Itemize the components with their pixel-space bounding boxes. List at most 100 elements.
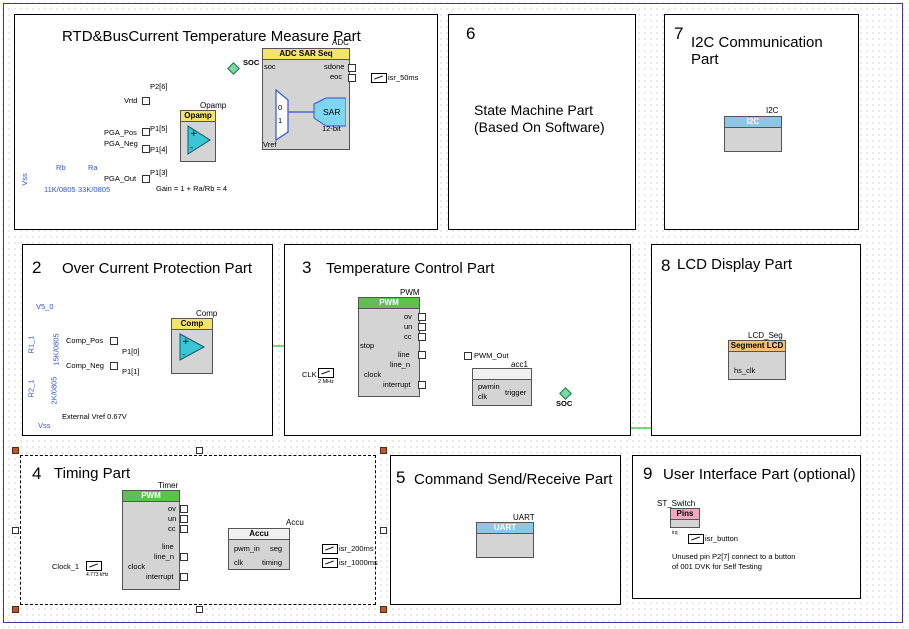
accu-header: Accu <box>229 529 289 540</box>
isr-200ms-icon[interactable] <box>322 544 338 554</box>
unused-pin-note-line1: Unused pin P2[7] connect to a button <box>672 552 796 561</box>
clk-frequency: 2 MHz <box>318 379 334 385</box>
adc-eoc-pin: eoc <box>330 72 343 81</box>
r2-value: 2K/0805 <box>49 376 59 405</box>
p11-label: P1[1] <box>122 367 140 376</box>
panel-num-3: 3 <box>302 258 312 277</box>
selection-handle-bl[interactable] <box>12 606 19 613</box>
state-machine-title: State Machine Part <box>474 102 594 118</box>
pwm-out-label: PWM_Out <box>474 351 509 360</box>
accu-block[interactable]: Accu <box>228 528 290 570</box>
pins-header: Pins <box>671 509 699 520</box>
adc-name: ADC <box>332 38 349 47</box>
pga-pos-label: PGA_Pos <box>104 128 137 137</box>
isr-1000ms-label: isr_1000ms <box>339 558 378 567</box>
p15-label: P1[5] <box>150 124 168 133</box>
rb-label: Rb <box>56 163 66 172</box>
isr-50ms-label: isr_50ms <box>388 73 419 82</box>
panel-num-2: 2 <box>32 258 42 277</box>
i2c-header: I2C <box>725 117 781 128</box>
clock1-frequency: 4.773 kHz <box>86 572 109 578</box>
timer-line-n-pin: line_n <box>154 552 175 561</box>
selection-handle-tl[interactable] <box>12 447 19 454</box>
acc1-trigger-pin: trigger <box>505 388 527 397</box>
soc-port-label: SOC <box>243 58 260 67</box>
panel-num-4: 4 <box>32 464 42 483</box>
pwm-interrupt-port <box>418 381 426 389</box>
pwm-stop-pin: stop <box>360 341 375 350</box>
pwm-cc-pin: cc <box>404 332 412 341</box>
adc-vref-pin: Vref <box>263 140 277 149</box>
selection-handle-bm[interactable] <box>196 606 203 613</box>
opamp-name: Opamp <box>200 101 227 110</box>
pga-neg-port <box>142 145 150 153</box>
i2c-title-line1: I2C Communication <box>691 34 823 51</box>
pwm-line-n-pin: line_n <box>390 360 411 369</box>
selection-handle-ml[interactable] <box>12 527 19 534</box>
svg-text:-: - <box>182 350 185 360</box>
opamp-triangle-icon: + - <box>187 125 211 155</box>
timer-line-pin: line <box>162 542 174 551</box>
acc1-clk-pin: clk <box>478 392 488 401</box>
segment-lcd-block[interactable]: Segment LCD <box>728 340 786 380</box>
panel-num-7: 7 <box>674 24 684 43</box>
uart-block[interactable]: UART <box>476 522 534 558</box>
overcurrent-title: Over Current Protection Part <box>62 260 253 277</box>
timer-un-pin: un <box>168 514 177 523</box>
timer-interrupt-pin: interrupt <box>146 572 174 581</box>
acc1-block[interactable] <box>472 368 532 406</box>
ra-value: 33K/0805 <box>78 185 111 194</box>
panel-title-rtd: RTD&BusCurrent Temperature Measure Part <box>62 28 361 45</box>
clock1-source-icon[interactable] <box>86 561 102 571</box>
comp-pos-port <box>110 337 118 345</box>
pins-block[interactable]: Pins <box>670 508 700 528</box>
pwm-cc-port <box>418 333 426 341</box>
acc1-header <box>473 369 531 380</box>
comp-header: Comp <box>172 319 212 330</box>
vrtd-label: Vrtd <box>124 96 138 105</box>
pwm-block[interactable]: PWM <box>358 297 420 397</box>
accu-name: Accu <box>286 518 304 527</box>
clk-label: CLK <box>302 370 317 379</box>
panel-rtd-measure <box>14 14 438 230</box>
timer-name: Timer <box>158 481 179 490</box>
panel-num-5: 5 <box>396 468 406 487</box>
i2c-block[interactable]: I2C <box>724 116 782 152</box>
svg-text:-: - <box>190 143 193 153</box>
uart-name: UART <box>513 513 535 522</box>
clk-source-icon[interactable] <box>318 368 334 378</box>
adc-bits-label: 12-bit <box>322 124 341 133</box>
isr-1000ms-icon[interactable] <box>322 558 338 568</box>
adc-sar-seq-header: ADC SAR Seq <box>263 49 349 60</box>
selection-handle-tr[interactable] <box>380 447 387 454</box>
pwm-un-port <box>418 323 426 331</box>
timer-pwm-block[interactable]: PWM <box>122 490 180 590</box>
comp-neg-port <box>110 362 118 370</box>
adc-soc-pin: soc <box>264 62 276 71</box>
sar-label: SAR <box>323 107 341 117</box>
p14-label: P1[4] <box>150 145 168 154</box>
pwm-ov-port <box>418 313 426 321</box>
isr-button-icon[interactable] <box>688 534 704 544</box>
p26-label: P2[6] <box>150 82 168 91</box>
comp-name: Comp <box>196 309 218 318</box>
r2-label: R2_1 <box>26 379 36 398</box>
selection-handle-mr[interactable] <box>380 527 387 534</box>
accu-seg-pin: seg <box>270 544 283 553</box>
opamp-block[interactable]: Opamp <box>180 110 216 162</box>
svg-text:+: + <box>190 129 198 139</box>
timer-clock-pin: clock <box>128 562 146 571</box>
r1-value: 15K/0805 <box>51 333 61 366</box>
temp-control-title: Temperature Control Part <box>326 260 495 277</box>
timer-cc-pin: cc <box>168 524 176 533</box>
isr-50ms-icon[interactable] <box>371 73 387 83</box>
v5-label: V5_0 <box>36 302 54 311</box>
panel-overcurrent <box>22 244 273 436</box>
selection-handle-tm[interactable] <box>196 447 203 454</box>
schematic-border <box>3 3 903 623</box>
pga-out-port <box>142 175 150 183</box>
comparator-triangle-icon: + - <box>179 333 206 361</box>
selection-handle-br[interactable] <box>380 606 387 613</box>
timer-ov-port <box>180 505 188 513</box>
lcd-hs-clk-pin: hs_clk <box>734 366 756 375</box>
